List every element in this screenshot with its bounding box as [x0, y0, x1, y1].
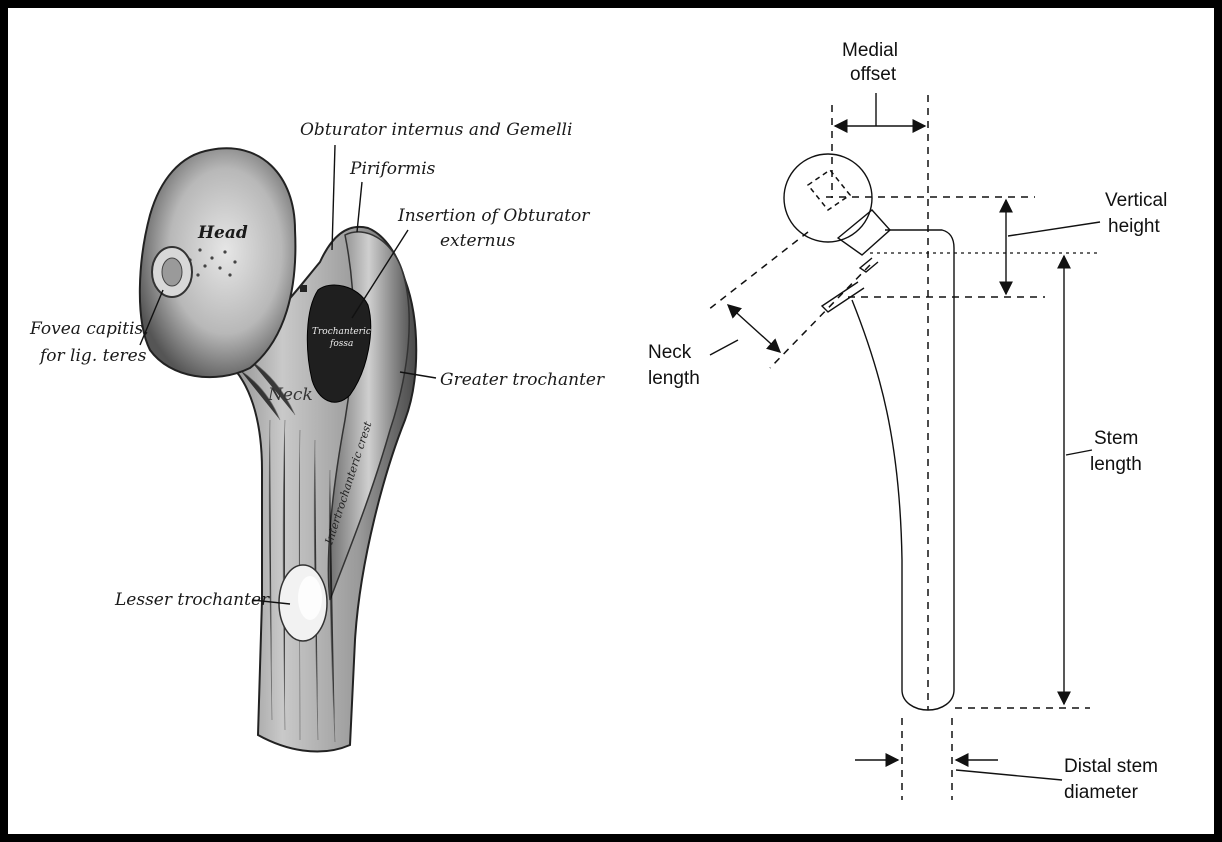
obturator-externus-label-2: externus — [440, 231, 516, 251]
medial-offset-label-1: Medial — [842, 40, 898, 61]
trochanteric-fossa-label-2: fossa — [329, 339, 353, 349]
stem-length-label-2: length — [1090, 454, 1142, 475]
piriformis-leader — [357, 182, 362, 232]
medial-offset-label-2: offset — [850, 64, 897, 85]
implant-head — [784, 154, 872, 242]
neck-length-label-2: length — [648, 368, 700, 389]
implant-neck — [838, 210, 890, 255]
head-label: Head — [197, 223, 248, 243]
implant-diagram — [708, 95, 1098, 800]
lesser-trochanter-label: Lesser trochanter — [114, 590, 270, 610]
neck-length-label-1: Neck — [648, 342, 692, 363]
obturator-externus-label-1: Insertion of Obturator — [397, 206, 590, 226]
vertical-height-label-1: Vertical — [1105, 190, 1167, 211]
distal-stem-label-2: diameter — [1064, 782, 1139, 803]
piriformis-label: Piriformis — [349, 159, 436, 179]
implant-stem — [852, 230, 954, 710]
femur-illustration: Trochanteric fossa Intertrochanteric cre… — [140, 148, 416, 751]
neck-length-arrow — [728, 305, 780, 352]
trochanteric-fossa-label-1: Trochanteric — [312, 327, 371, 337]
distal-stem-label-1: Distal stem — [1064, 756, 1158, 777]
stem-length-label-1: Stem — [1094, 428, 1138, 449]
greater-trochanter-label: Greater trochanter — [440, 370, 605, 390]
obturator-gemelli-label: Obturator internus and Gemelli — [300, 120, 572, 140]
fovea-label-2: for lig. teres — [38, 346, 147, 366]
obturator-gemelli-leader — [332, 145, 335, 250]
neck-label: Neck — [267, 385, 313, 405]
fovea-label-1: Fovea capitis, — [29, 319, 149, 339]
vertical-height-label-2: height — [1108, 216, 1160, 237]
